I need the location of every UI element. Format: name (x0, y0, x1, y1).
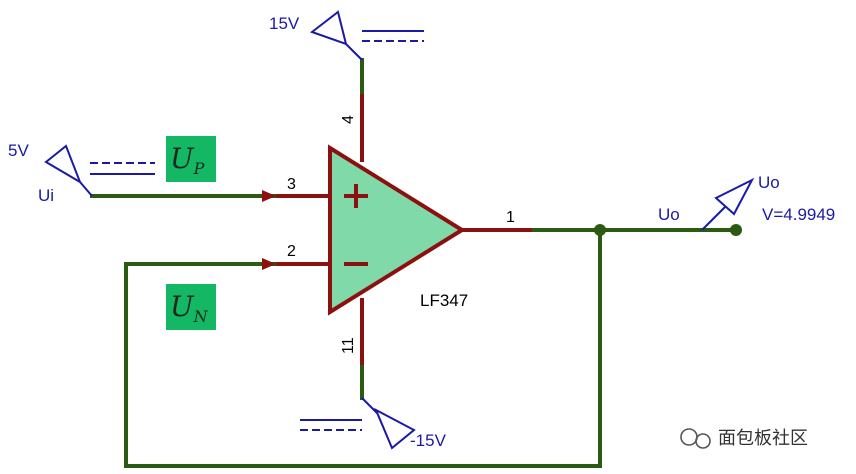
input-terminal-icon (44, 144, 93, 197)
probe-name-label: Uo (758, 173, 780, 192)
un-label-box (166, 284, 216, 330)
watermark-logo-icon (680, 428, 711, 449)
voltage-probe-icon (701, 177, 755, 231)
pin-wires (276, 94, 532, 365)
vneg-terminal-icon (361, 397, 416, 450)
vpos-label: 15V (269, 14, 300, 33)
pin-number-2: 2 (287, 243, 296, 260)
pin-number-1: 1 (506, 209, 515, 226)
opamp-part-label: LF347 (420, 291, 468, 310)
output-terminal-dot (730, 224, 742, 236)
circuit-wires (90, 58, 738, 468)
opamp-body (328, 144, 466, 316)
up-label: UP (170, 142, 205, 178)
watermark-text: 面包板社区 (718, 428, 808, 449)
input-name-label: Ui (38, 186, 54, 205)
input-voltage-label: 5V (8, 141, 29, 160)
pin3-arrow (262, 190, 276, 202)
pin-number-11: 11 (340, 337, 357, 354)
un-label: UN (170, 290, 209, 326)
opamp-plus-sign (344, 184, 368, 208)
vpos-dc-marker (362, 30, 424, 42)
vneg-label: -15V (410, 431, 447, 450)
up-label-box (166, 136, 216, 182)
feedback-junction-dot (594, 224, 606, 236)
output-net-label: Uo (658, 205, 680, 224)
pin-number-4: 4 (340, 115, 357, 124)
input-dc-marker (90, 162, 155, 175)
vpos-terminal-icon (309, 10, 363, 61)
pin-number-3: 3 (287, 176, 296, 193)
probe-value-label: V=4.9949 (762, 205, 835, 224)
vneg-dc-marker (300, 419, 362, 431)
pin2-arrow (262, 258, 276, 270)
